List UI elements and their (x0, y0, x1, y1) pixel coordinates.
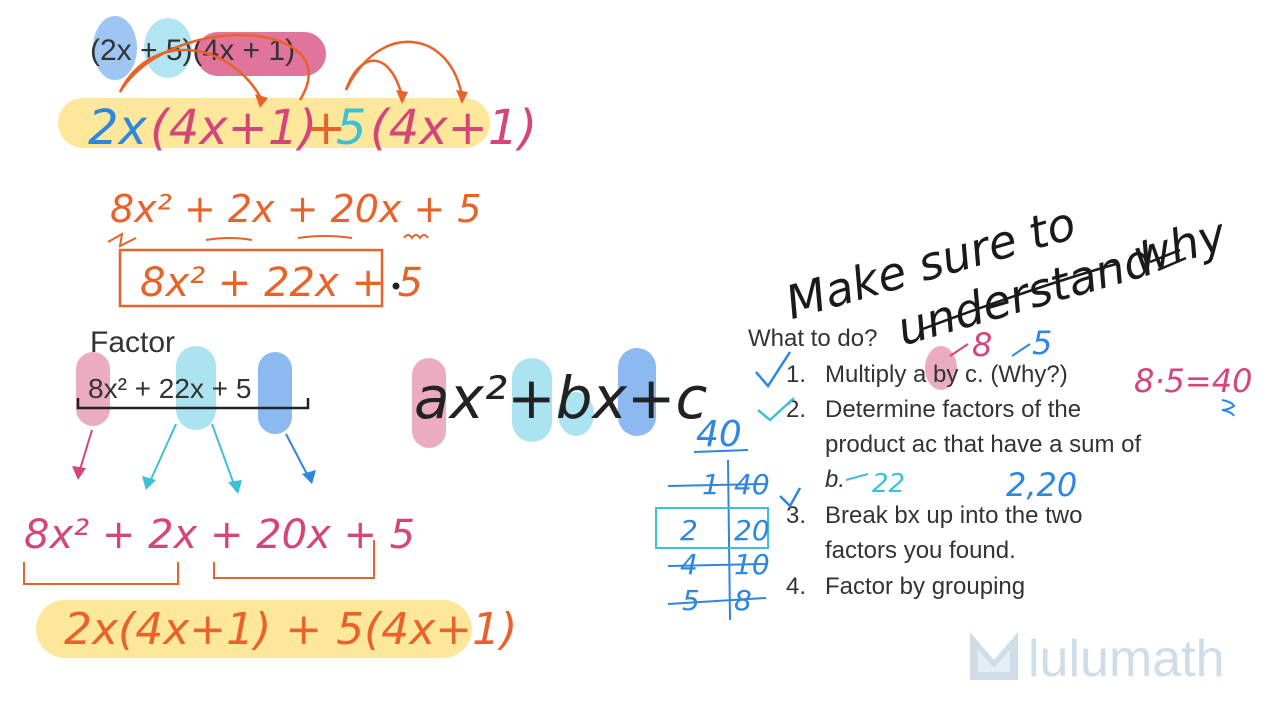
blue-highlight-2x (93, 16, 137, 80)
arrowhead-4 (456, 90, 468, 104)
split-arrowhead-3 (228, 480, 242, 494)
expansion: 8x² + 2x + 20x + 5 (110, 187, 482, 231)
yellow-highlight-bottom (36, 600, 472, 658)
why-underline (1149, 248, 1187, 272)
annotation-b-value: 22 (872, 469, 905, 499)
factor-row-4-left: 5 (682, 584, 700, 617)
cyan-highlight-b (512, 358, 552, 442)
steps-heading: What to do? (748, 325, 877, 352)
factor-row-4-strike (667, 597, 767, 605)
step-3-num: 3. (786, 502, 806, 529)
mark-5 (403, 234, 429, 240)
factor-table-header-underline (693, 449, 749, 453)
arrow-b-to-22 (845, 473, 869, 481)
yellow-highlight-top (58, 98, 490, 148)
factor-row-1-strike (667, 483, 767, 487)
annotation-factor-pair: 2,20 (1006, 466, 1077, 504)
annotation-product: 8·5=40 (1134, 362, 1252, 400)
result-dot (392, 282, 400, 290)
underline-2x (205, 237, 253, 241)
result-box (118, 248, 384, 308)
group-bracket-1 (23, 562, 179, 585)
boxed-result: 8x² + 22x + 5 (140, 260, 423, 306)
factor-row-3-strike (667, 563, 767, 567)
check-icon-step-1 (755, 351, 792, 389)
factor-split: 8x² + 2x + 20x + 5 (24, 512, 415, 558)
note-underline (919, 262, 1117, 332)
arrow-c-to-5 (1011, 343, 1031, 357)
group-bracket-2 (213, 540, 375, 579)
distribution-arrow-4 (344, 40, 464, 97)
factor-table-vline (727, 459, 731, 621)
distribution-group1: (4x+1) (150, 100, 317, 156)
check-icon-step-3 (779, 487, 802, 509)
logo-mark-icon (970, 632, 1018, 680)
lulumath-logo: lulumath (970, 630, 1225, 688)
split-arrowhead-2 (142, 476, 156, 490)
factor-label: Factor (90, 326, 175, 359)
split-arrow-3 (211, 423, 237, 491)
distribution-arrow-2 (118, 33, 310, 101)
annotation-product-mark (1221, 399, 1236, 417)
factor-row-3-left: 4 (680, 548, 698, 581)
step-2-text-cont: product ac that have a sum of (825, 431, 1142, 458)
factor-bracket (76, 398, 310, 410)
split-arrowhead-4 (302, 470, 316, 484)
distribution-group2: (4x+1) (370, 100, 537, 156)
pink-highlight-step-a (925, 346, 957, 390)
mark-8x2 (107, 232, 137, 248)
cyan-highlight-5 (144, 18, 192, 78)
blue-highlight-5 (258, 352, 292, 434)
logo-mark-inner-icon (978, 650, 1010, 672)
general-form: ax²+bx+c (414, 364, 707, 432)
cyan-highlight-x (558, 392, 594, 436)
split-arrowhead-1 (72, 466, 86, 480)
factor-grouped: 2x(4x+1) + 5(4x+1) (64, 604, 517, 655)
step-3-text: Break bx up into the two (825, 502, 1082, 529)
logo-text: lulumath (1028, 630, 1225, 688)
step-4-text: Factor by grouping (825, 573, 1025, 600)
factor-row-4-right: 8 (734, 584, 752, 617)
pink-highlight-a (412, 358, 446, 448)
step-4-num: 4. (786, 573, 806, 600)
distribution-arrow-3 (344, 59, 404, 97)
distribution-term1: 2x (88, 100, 148, 156)
arrowhead-1 (255, 94, 268, 108)
annotation-a-value: 8 (972, 326, 992, 364)
underline-20x (297, 235, 353, 239)
factor-row-2-box (655, 507, 769, 549)
step-1-text: Multiply a by c. (Why?) (825, 361, 1068, 388)
step-1-num: 1. (786, 361, 806, 388)
note-line-3: why (1127, 207, 1233, 285)
distribution-plus: + (306, 100, 346, 156)
factor-table-header: 40 (696, 414, 742, 455)
step-2-text: Determine factors of the (825, 396, 1081, 423)
check-icon-step-2 (757, 397, 795, 422)
distribution-arrow-1 (118, 48, 264, 101)
step-2-text-cont2: b. (825, 466, 845, 493)
step-3-text-cont: factors you found. (825, 537, 1016, 564)
factor-row-2-right: 20 (734, 514, 770, 547)
distribution-term2: 5 (336, 100, 367, 156)
arrow-a-to-8 (949, 343, 969, 357)
step-2-num: 2. (786, 396, 806, 423)
pink-highlight-4x1 (196, 32, 326, 76)
factor-row-2-left: 2 (680, 514, 698, 547)
annotation-c-value: 5 (1032, 324, 1052, 362)
blue-highlight-c (618, 348, 656, 436)
factor-expression: 8x² + 22x + 5 (88, 373, 251, 404)
split-arrow-2 (147, 423, 177, 487)
arrowhead-3 (396, 90, 408, 104)
split-arrow-4 (285, 433, 311, 481)
